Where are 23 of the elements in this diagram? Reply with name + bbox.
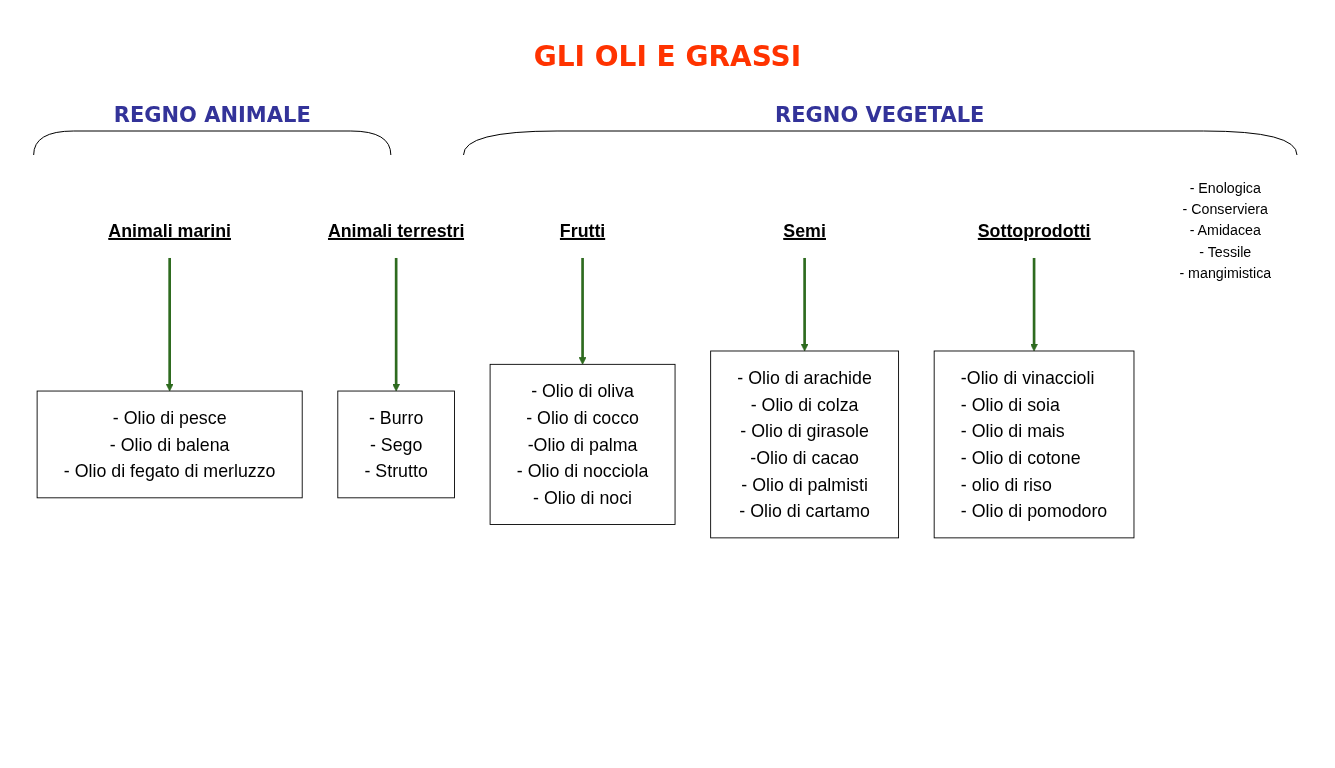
group-heading: REGNO ANIMALE [113, 103, 311, 127]
node-label: - mangimistica [1179, 265, 1272, 281]
node-label: - Tessile [1199, 244, 1252, 260]
arrow [1030, 257, 1038, 352]
arrow [578, 257, 587, 365]
group-heading: REGNO VEGETALE [775, 103, 985, 127]
node-box: -Olio di vinaccioli - Olio di soia - Olio di mais - Olio di cotone - olio di riso - Olio di pomodoro [933, 350, 1135, 539]
node-label: - Amidacea [1189, 222, 1261, 238]
arrow [165, 257, 174, 392]
node-text: Sottoprodotti [977, 221, 1091, 241]
node-box: - Olio di oliva - Olio di cocco -Olio di palma - Olio di nocciola - Olio di noci [489, 363, 676, 525]
node-label: - Enologica [1189, 180, 1261, 196]
node-text: Semi [783, 221, 826, 241]
node-text: Animali terrestri [327, 221, 465, 241]
node-box: - Olio di pesce - Olio di balena - Olio di fegato di merluzzo [36, 390, 303, 499]
node-label: - Conserviera [1182, 201, 1269, 217]
node-box: - Olio di arachide - Olio di colza - Olio di girasole -Olio di cacao - Olio di palmisti - Olio di cartamo [710, 350, 900, 539]
node-text: Animali marini [108, 221, 231, 241]
arrow [392, 257, 401, 392]
diagram-title: GLI OLI E GRASSI [533, 40, 802, 73]
node-text: Frutti [559, 221, 606, 241]
node-box: - Burro - Sego - Strutto [337, 390, 455, 499]
arrow [800, 257, 809, 352]
